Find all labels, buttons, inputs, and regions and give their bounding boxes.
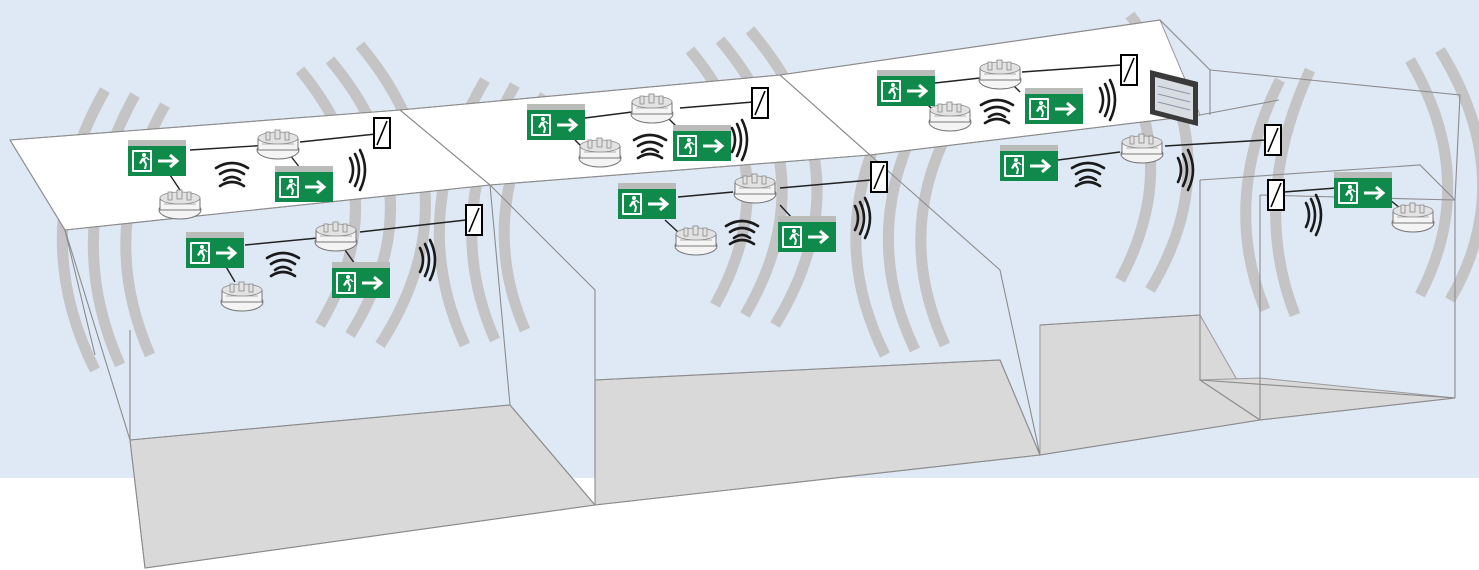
exit-sign-icon [273,164,335,204]
emergency-luminaire-icon [158,189,202,220]
section-3-back-row [875,54,1198,132]
wireless-node-icon [373,117,391,149]
exit-sign-icon [776,214,838,254]
exit-sign-icon [525,102,587,142]
exit-sign-icon [1023,86,1085,126]
control-panel-icon [1150,70,1198,126]
exit-sign-icon [126,138,188,178]
wireless-node-icon [1267,179,1285,211]
wireless-node-icon [751,87,769,119]
exit-sign-icon [184,230,246,270]
emergency-luminaire-icon [314,221,358,252]
section-2-back-row [525,87,769,168]
exit-sign-icon [998,143,1060,183]
emergency-luminaire-icon [220,281,264,312]
exit-sign-icon [875,68,937,108]
section-2-front-row [616,161,888,256]
emergency-luminaire-icon [674,225,718,256]
exit-sign-icon [330,260,392,300]
wireless-node-icon [870,161,888,193]
emergency-luminaire-icon [978,59,1022,90]
exit-sign-icon [616,181,678,221]
section-1-back-row [126,117,391,220]
emergency-luminaire-icon [256,129,300,160]
wireless-node-icon [1120,54,1138,86]
emergency-luminaire-icon [733,173,777,204]
wireless-node-icon [1264,124,1282,156]
exit-sign-icon [671,123,733,163]
wireless-node-icon [465,204,483,236]
emergency-luminaire-icon [1120,133,1164,164]
section-1-front-row [184,204,483,312]
emergency-luminaire-icon [630,93,674,124]
emergency-luminaire-icon [1391,202,1435,233]
exit-sign-icon [1332,170,1394,210]
floor-section-2 [594,359,1041,506]
section-4-row [1267,170,1435,237]
section-3-front-row [998,124,1282,192]
emergency-luminaire-icon [928,101,972,132]
emergency-luminaire-icon [578,137,622,168]
